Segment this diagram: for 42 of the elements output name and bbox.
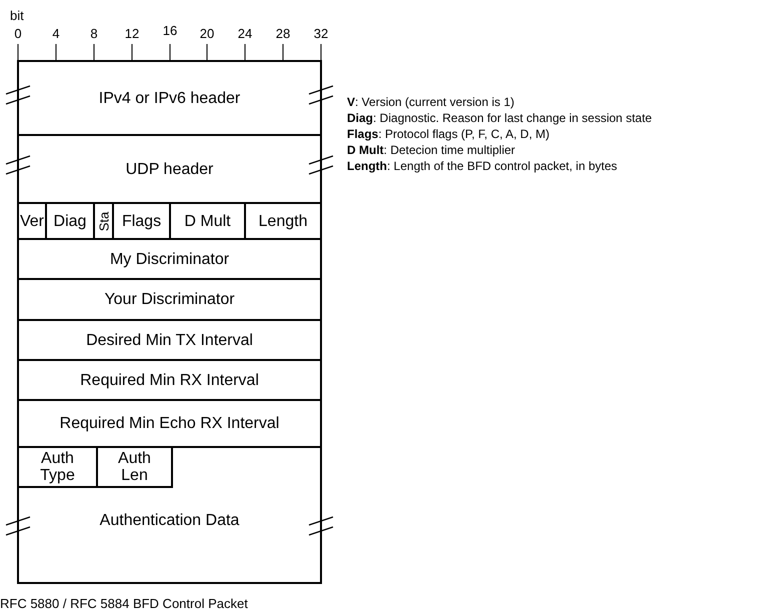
packet-field xyxy=(17,202,47,240)
bit-number: 12 xyxy=(124,26,140,41)
field-name: Required Min Echo RX Interval xyxy=(60,415,280,432)
packet-field xyxy=(17,238,322,280)
header-field xyxy=(17,134,322,204)
packet-field xyxy=(17,399,322,448)
packet-field xyxy=(17,278,322,321)
field-name: Auth Len xyxy=(117,450,152,484)
packet-field xyxy=(17,446,322,584)
field-name: Desired Min TX Interval xyxy=(86,332,253,348)
field-name: UDP header xyxy=(126,160,214,178)
bit-number: 20 xyxy=(199,26,215,41)
field-name: Your Discriminator xyxy=(104,291,235,308)
packet-field xyxy=(96,446,173,488)
bit-number: 0 xyxy=(13,26,23,41)
header-field xyxy=(17,60,322,136)
field-name: IPv4 or IPv6 header xyxy=(98,90,240,106)
field-name: Auth Type xyxy=(39,450,76,484)
definition-text: Flags: Protocol flags (P, F, C, A, D, M) xyxy=(347,127,550,141)
bit-number: 16 xyxy=(162,23,178,38)
field-name: Sta xyxy=(95,211,112,231)
axis-title: bit xyxy=(10,8,24,23)
definition-text: Length: Length of the BFD control packet, in bytes xyxy=(347,159,618,173)
definition-text: Diag: Diagnostic. Reason for last change in session state xyxy=(347,111,652,125)
field-name: Ver xyxy=(20,212,44,230)
bit-number: 24 xyxy=(237,26,253,41)
field-name: D Mult xyxy=(184,212,231,230)
field-name: Diag xyxy=(54,212,86,230)
field-name: Length xyxy=(258,212,308,230)
field-name: My Discriminator xyxy=(110,250,230,268)
packet-field xyxy=(17,319,322,361)
bit-number: 28 xyxy=(275,26,291,41)
field-name: Authentication Data xyxy=(100,512,240,529)
bit-number: 4 xyxy=(51,26,61,41)
field-name: Flags xyxy=(122,212,162,230)
definition-text: V: Version (current version is 1) xyxy=(347,95,514,109)
bit-number: 32 xyxy=(313,26,329,41)
field-name: Required Min RX Interval xyxy=(80,372,259,388)
bit-number: 8 xyxy=(89,26,99,41)
packet-field xyxy=(17,359,322,401)
caption: RFC 5880 / RFC 5884 BFD Control Packet xyxy=(0,596,248,611)
definition-text: D Mult: Detecion time multiplier xyxy=(347,143,516,157)
